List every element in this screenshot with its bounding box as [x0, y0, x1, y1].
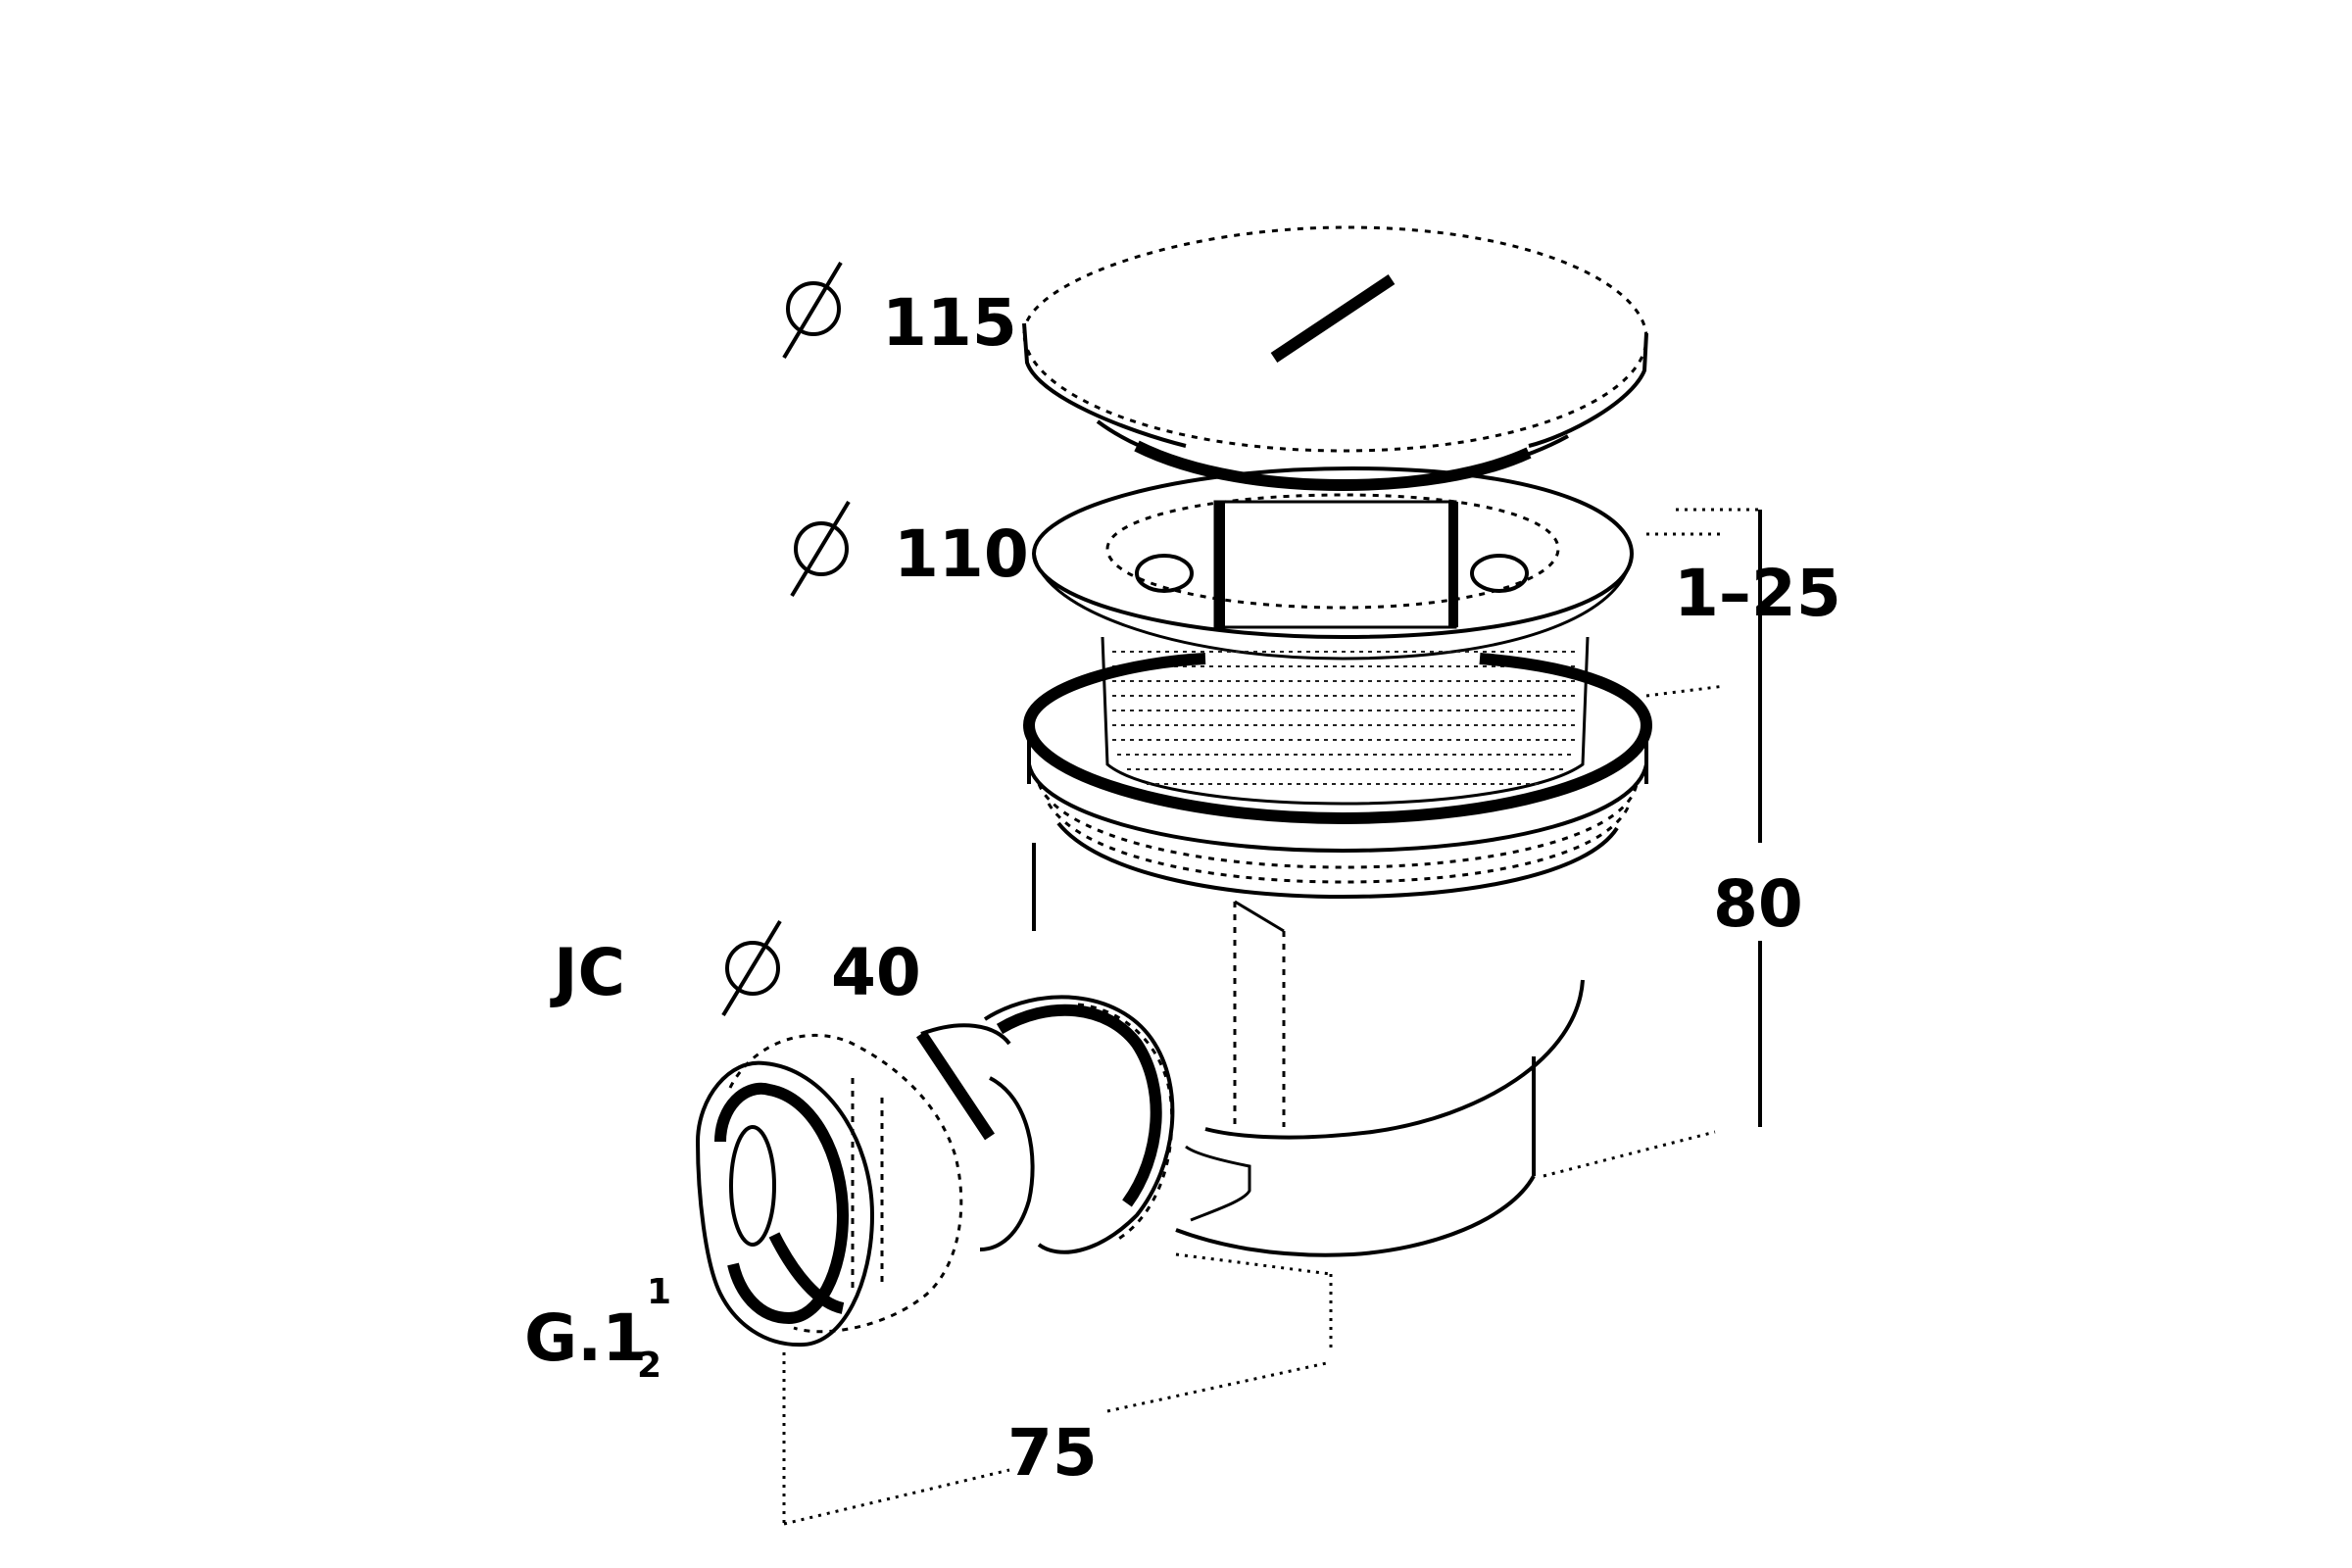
- drain-body: [1032, 843, 1585, 1257]
- flange-ring: [1031, 466, 1635, 661]
- cover-diameter-label: 115: [882, 285, 1017, 361]
- height-label: 80: [1713, 866, 1803, 942]
- dimension-lines: [782, 508, 1764, 1526]
- thread-denominator: 2: [637, 1346, 662, 1386]
- clamp-range-label: 1–25: [1674, 556, 1841, 631]
- outlet-coupling: [916, 995, 1175, 1254]
- outlet-code-label: JC: [550, 935, 625, 1010]
- offset-label: 75: [1007, 1415, 1098, 1491]
- diameter-symbol-outlet: [721, 919, 782, 1017]
- thread-numerator: 1: [647, 1272, 671, 1312]
- body-collar: [1023, 653, 1652, 900]
- strainer-basket: [1101, 636, 1590, 806]
- cover-plate: [1022, 225, 1648, 492]
- thread-label: G.1: [524, 1300, 647, 1376]
- diameter-symbol-flange: [790, 500, 851, 598]
- flange-diameter-label: 110: [894, 516, 1029, 592]
- outlet-diameter-label: 40: [831, 935, 921, 1010]
- outlet-nut: [695, 1033, 963, 1348]
- diameter-symbol-cover: [782, 261, 843, 360]
